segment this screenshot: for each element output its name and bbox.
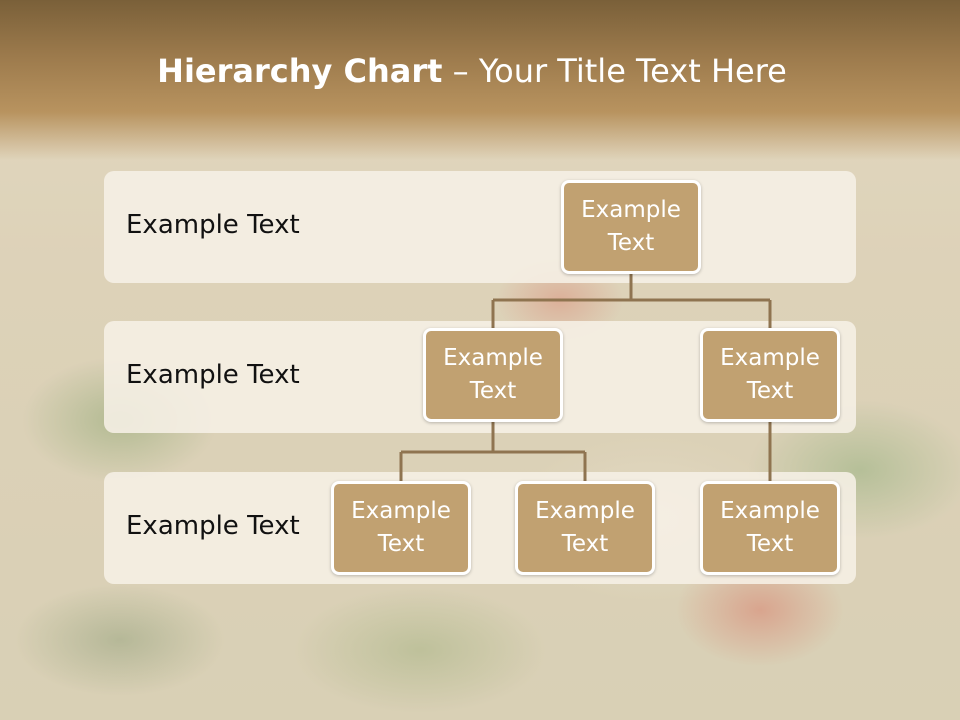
node-root[interactable]: Example Text (561, 180, 701, 274)
level-1-label[interactable]: Example Text (126, 210, 300, 240)
level-2-label[interactable]: Example Text (126, 360, 300, 390)
slide-title[interactable]: Hierarchy Chart – Your Title Text Here (0, 52, 944, 90)
level-3-label[interactable]: Example Text (126, 511, 300, 541)
title-band (0, 0, 960, 160)
title-separator: – (442, 52, 479, 90)
node-level2-left[interactable]: Example Text (423, 328, 563, 422)
node-level2-right[interactable]: Example Text (700, 328, 840, 422)
title-rest: Your Title Text Here (478, 52, 787, 90)
title-bold: Hierarchy Chart (157, 52, 443, 90)
connector-left-to-level3 (399, 422, 587, 482)
node-level3-c[interactable]: Example Text (700, 481, 840, 575)
node-level3-b[interactable]: Example Text (515, 481, 655, 575)
level-band-1 (104, 171, 856, 283)
node-level3-a[interactable]: Example Text (331, 481, 471, 575)
connector-root-to-level2 (491, 273, 772, 330)
